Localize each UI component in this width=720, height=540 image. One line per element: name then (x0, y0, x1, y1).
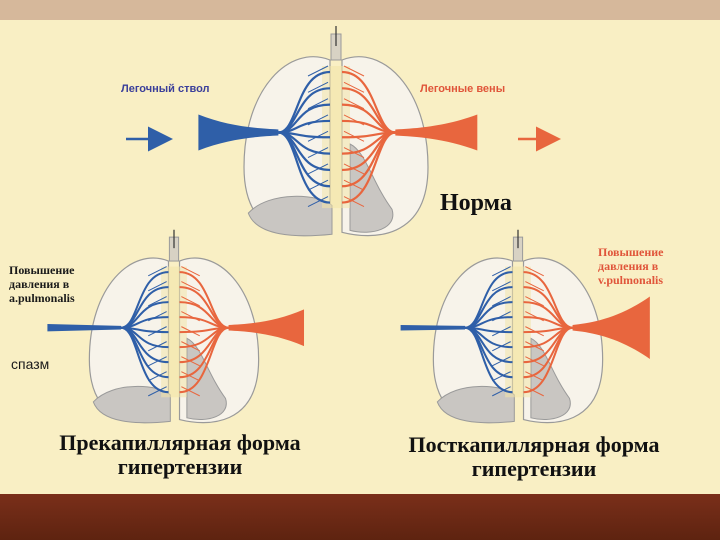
venule (343, 163, 365, 175)
arteriole (148, 356, 167, 367)
venule (525, 326, 544, 337)
arteriole (307, 65, 329, 77)
pressure-v-pulmonalis-note: Повышение давления в v.pulmonalis (598, 245, 664, 287)
venule (181, 281, 200, 292)
arteriole (492, 326, 511, 337)
spasm-label: спазм (11, 356, 50, 372)
venule (525, 386, 544, 397)
bottom-band (0, 494, 720, 540)
arteriole (307, 130, 329, 142)
postcapillary-caption: Посткапиллярная форма гипертензии (408, 432, 660, 481)
arteriole (492, 266, 511, 277)
arteriole (148, 311, 167, 322)
arteriole (148, 341, 167, 352)
lung-vessel-diagram (47, 26, 650, 424)
pressure-a-pulmonalis-note: Повышение давления в a.pulmonalis (9, 263, 75, 305)
venule (181, 386, 200, 397)
arteriole (492, 281, 511, 292)
venule (343, 147, 365, 159)
pulmonary-veins-label: Легочные вены (420, 83, 506, 95)
venule (181, 266, 200, 277)
venule (525, 296, 544, 307)
venule (525, 311, 544, 322)
venule (343, 130, 365, 142)
pulmonary-veins-trunk (395, 114, 478, 151)
venule (525, 341, 544, 352)
heart-shadow-left (247, 195, 333, 237)
top-band (0, 0, 720, 20)
venule (343, 81, 365, 93)
arteriole (492, 356, 511, 367)
arteriole (307, 196, 329, 208)
venule (343, 114, 365, 126)
arteriole (492, 296, 511, 307)
pulmonary-trunk-label: Легочный ствол (121, 83, 210, 95)
heart-shadow-left (92, 385, 171, 424)
arteriole (307, 163, 329, 175)
venule (343, 98, 365, 110)
pulmonary-trunk (198, 114, 279, 151)
pulmonary-veins-trunk (228, 309, 305, 347)
arteriole (148, 371, 167, 382)
venule (525, 371, 544, 382)
arteriole (492, 341, 511, 352)
heart-shadow-left (436, 385, 515, 424)
arteriole (148, 386, 167, 397)
venule (525, 266, 544, 277)
venule (181, 341, 200, 352)
venule (343, 65, 365, 77)
pulmonary-trunk-spasm (47, 324, 122, 332)
arteriole (148, 296, 167, 307)
venule (181, 326, 200, 337)
venule (343, 196, 365, 208)
venule (181, 296, 200, 307)
arteriole (492, 371, 511, 382)
venule (181, 371, 200, 382)
diagram-figure: Легочный ствол Легочные вены Норма Повыш… (0, 20, 720, 494)
venule (181, 356, 200, 367)
arteriole (307, 179, 329, 191)
panel-norm (198, 26, 478, 237)
arteriole (307, 114, 329, 126)
arteriole (492, 386, 511, 397)
venule (181, 311, 200, 322)
arteriole (148, 266, 167, 277)
arteriole (307, 98, 329, 110)
panel-precapillary (47, 229, 305, 424)
pulmonary-trunk (400, 324, 466, 331)
norm-label: Норма (440, 190, 512, 216)
arteriole (307, 81, 329, 93)
pulmonary-veins-dilated (572, 296, 650, 360)
arteriole (492, 311, 511, 322)
artery-branch (278, 131, 331, 204)
venule (525, 281, 544, 292)
arteriole (307, 147, 329, 159)
venule (525, 356, 544, 367)
panel-postcapillary (400, 229, 650, 424)
arteriole (148, 281, 167, 292)
precapillary-caption: Прекапиллярная форма гипертензии (59, 430, 301, 479)
arteriole (148, 326, 167, 337)
vein-branch (341, 131, 396, 204)
venule (343, 179, 365, 191)
